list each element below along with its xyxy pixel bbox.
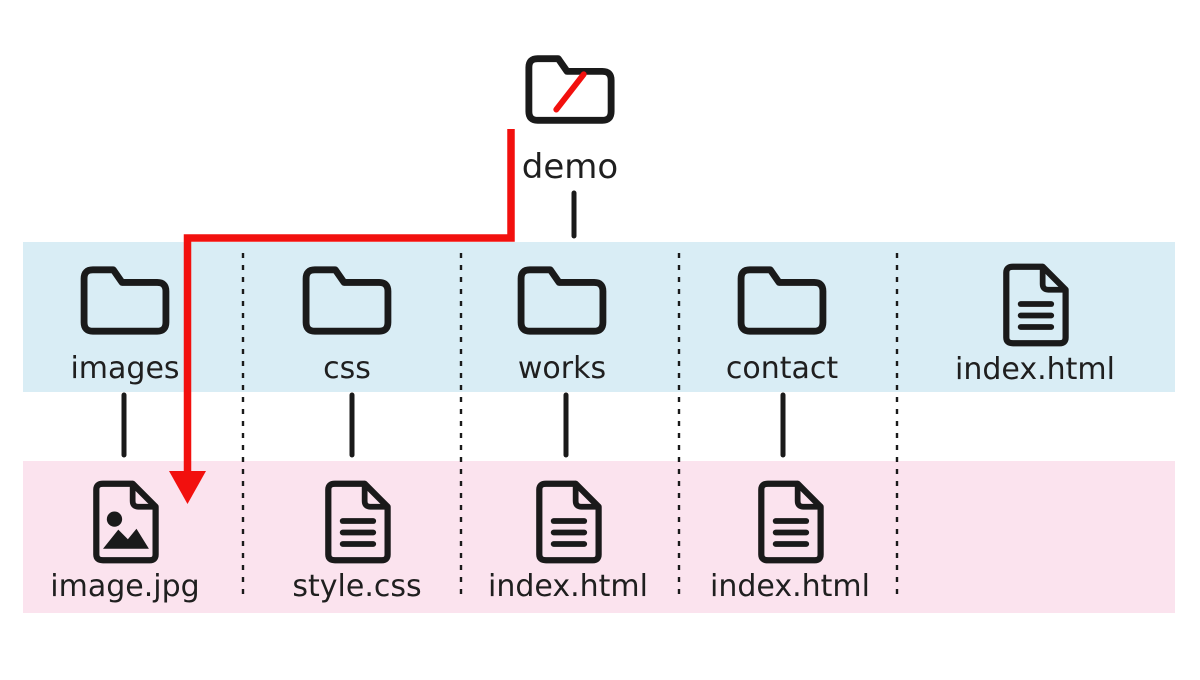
node-css-label: css xyxy=(323,351,371,386)
node-index-html-contact: index.html xyxy=(680,478,900,604)
node-images-label: images xyxy=(70,351,180,386)
node-index-html-root: index.html xyxy=(925,261,1145,387)
node-images: images xyxy=(15,262,235,386)
node-demo: demo xyxy=(460,48,680,186)
node-image-jpg-label: image.jpg xyxy=(50,569,200,604)
folder-icon xyxy=(299,262,395,338)
node-demo-label: demo xyxy=(521,147,619,187)
node-contact: contact xyxy=(672,262,892,386)
node-image-jpg: image.jpg xyxy=(15,478,235,604)
node-index-html-root-label: index.html xyxy=(955,352,1115,387)
document-file-icon xyxy=(320,478,394,566)
node-style-css-label: style.css xyxy=(292,569,422,604)
folder-with-red-slash-icon xyxy=(523,48,617,130)
document-file-icon xyxy=(753,478,827,566)
node-works: works xyxy=(452,262,672,386)
document-file-icon xyxy=(531,478,605,566)
node-index-html-contact-label: index.html xyxy=(710,569,870,604)
image-file-icon xyxy=(88,478,162,566)
node-works-label: works xyxy=(517,351,607,386)
node-style-css: style.css xyxy=(247,478,467,604)
node-contact-label: contact xyxy=(725,351,839,386)
document-file-icon xyxy=(998,261,1072,349)
node-index-html-works-label: index.html xyxy=(488,569,648,604)
node-css: css xyxy=(237,262,457,386)
folder-icon xyxy=(77,262,173,338)
node-index-html-works: index.html xyxy=(458,478,678,604)
folder-icon xyxy=(514,262,610,338)
folder-icon xyxy=(734,262,830,338)
